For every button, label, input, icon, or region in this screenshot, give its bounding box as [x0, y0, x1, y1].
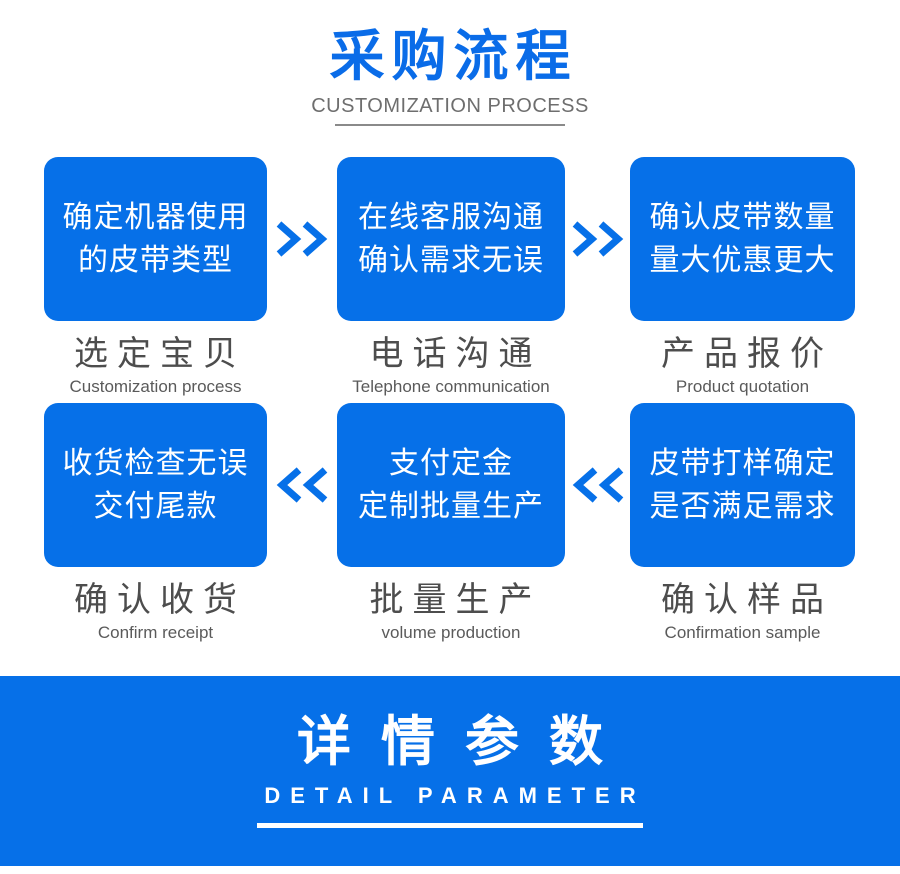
step-label-en: Confirm receipt [97, 623, 214, 642]
flow-row-bottom: 收货检查无误 交付尾款 确认收货 Confirm receipt 支付定金 定制… [44, 403, 855, 642]
step-box-line2: 定制批量生产 [358, 490, 544, 523]
step-select-product: 确定机器使用 的皮带类型 选定宝贝 Customization process [44, 157, 267, 396]
process-flow: 确定机器使用 的皮带类型 选定宝贝 Customization process … [44, 157, 855, 642]
step-box-line2: 确认需求无误 [358, 244, 544, 277]
step-label-en: Telephone communication [352, 377, 550, 396]
step-label: 确认收货 [74, 581, 246, 619]
page-title: 采购流程 [329, 25, 578, 87]
step-box-line2: 的皮带类型 [78, 244, 233, 277]
double-chevron-right-icon [572, 221, 624, 257]
step-box-line1: 在线客服沟通 [358, 201, 544, 234]
detail-parameter-banner: 详情参数 DETAIL PARAMETER [0, 676, 900, 866]
step-confirm-sample: 皮带打样确定 是否满足需求 确认样品 Confirmation sample [630, 403, 855, 642]
double-chevron-left-icon [276, 467, 328, 503]
arrow-cell [267, 157, 337, 321]
step-label-en: Customization process [69, 377, 242, 396]
step-label: 确认样品 [661, 581, 833, 619]
step-box-line1: 确认皮带数量 [649, 201, 836, 234]
step-label: 产品报价 [661, 335, 833, 373]
process-header: 采购流程 CUSTOMIZATION PROCESS [0, 0, 900, 126]
banner-title: 详情参数 [297, 712, 633, 772]
step-box-line1: 收货检查无误 [62, 447, 249, 480]
header-underline [335, 124, 565, 126]
step-box-line1: 皮带打样确定 [649, 447, 836, 480]
step-box: 在线客服沟通 确认需求无误 [337, 157, 565, 321]
step-label-en: Product quotation [675, 377, 810, 396]
step-box: 支付定金 定制批量生产 [337, 403, 565, 567]
flow-row-top: 确定机器使用 的皮带类型 选定宝贝 Customization process … [44, 157, 855, 396]
step-box: 确定机器使用 的皮带类型 [44, 157, 267, 321]
step-label: 批量生产 [369, 581, 542, 619]
step-online-service: 在线客服沟通 确认需求无误 电话沟通 Telephone communicati… [337, 157, 565, 396]
step-label-en: volume production [381, 623, 521, 642]
step-label: 电话沟通 [369, 335, 542, 373]
step-box-line1: 支付定金 [389, 447, 513, 480]
step-box: 皮带打样确定 是否满足需求 [630, 403, 855, 567]
double-chevron-right-icon [276, 221, 328, 257]
arrow-cell [565, 157, 630, 321]
step-volume-production: 支付定金 定制批量生产 批量生产 volume production [337, 403, 565, 642]
double-chevron-left-icon [572, 467, 624, 503]
step-box-line2: 交付尾款 [93, 490, 218, 523]
step-confirm-receipt: 收货检查无误 交付尾款 确认收货 Confirm receipt [44, 403, 267, 642]
step-box-line2: 量大优惠更大 [649, 244, 836, 277]
arrow-cell [267, 403, 337, 567]
step-box-line2: 是否满足需求 [649, 490, 836, 523]
step-box-line1: 确定机器使用 [62, 201, 249, 234]
step-label-en: Confirmation sample [664, 623, 821, 642]
page-subtitle: CUSTOMIZATION PROCESS [311, 95, 589, 117]
step-box: 收货检查无误 交付尾款 [44, 403, 267, 567]
banner-subtitle: DETAIL PARAMETER [264, 783, 646, 808]
step-label: 选定宝贝 [74, 335, 246, 373]
arrow-cell [565, 403, 630, 567]
banner-underline [257, 823, 643, 828]
step-box: 确认皮带数量 量大优惠更大 [630, 157, 855, 321]
step-quotation: 确认皮带数量 量大优惠更大 产品报价 Product quotation [630, 157, 855, 396]
